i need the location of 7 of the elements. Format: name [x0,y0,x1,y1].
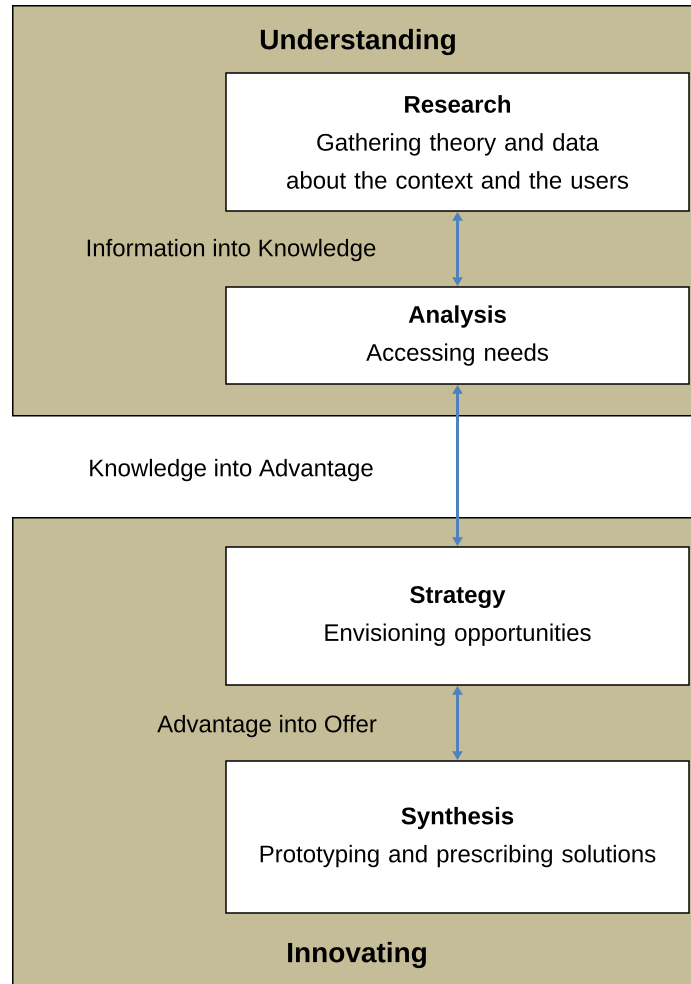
process-box: Synthesis Prototyping and prescribing solutions [225,760,690,914]
process-box: Analysis Accessing needs [225,286,690,385]
edge-label: Knowledge into Advantage [86,456,376,484]
process-box: Strategy Envisioning opportunities [225,546,690,686]
edge-label: Information into Knowledge [84,236,378,264]
process-box: Research Gathering theory and data about the context and the users [225,72,690,212]
edge-label: Advantage into Offer [155,712,379,740]
